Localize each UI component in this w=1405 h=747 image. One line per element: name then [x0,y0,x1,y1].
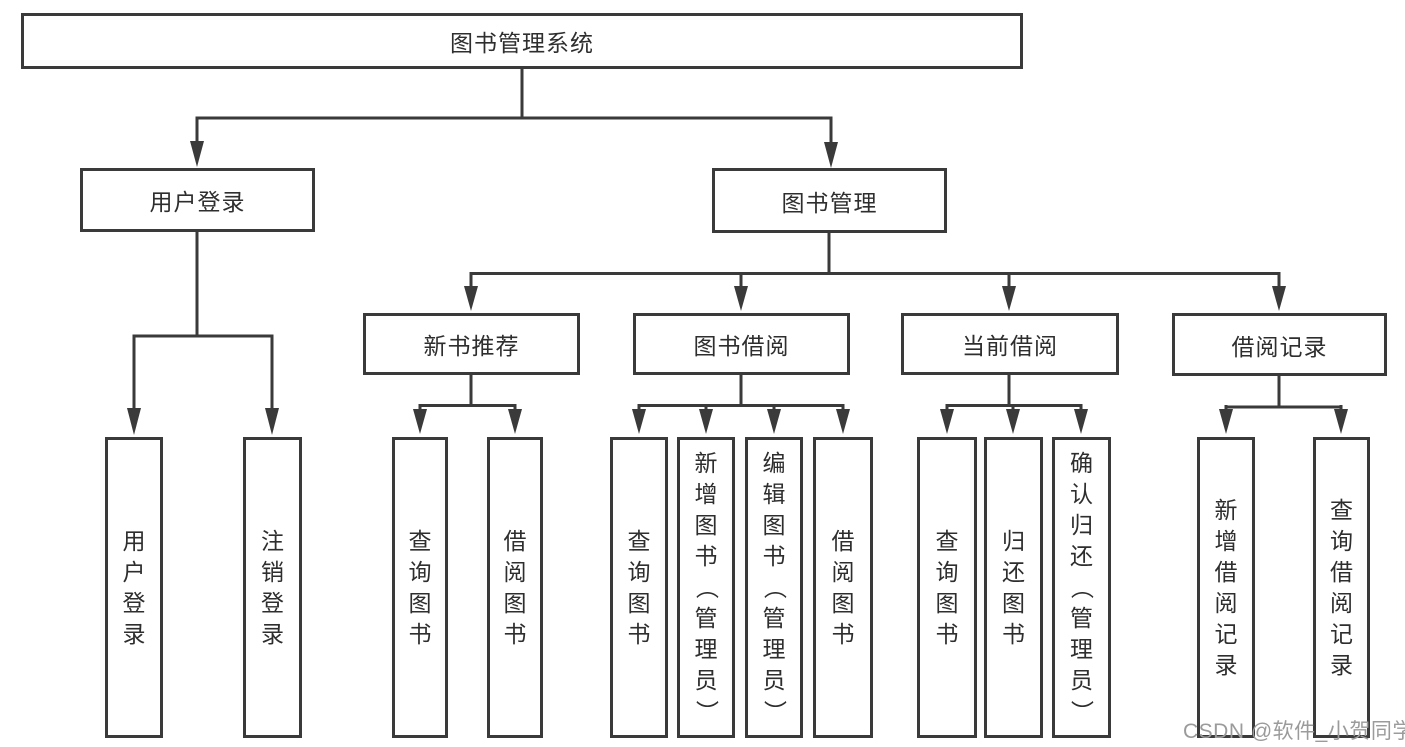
node-label: 编辑图书（管理员） [761,450,788,723]
node-book-management: 图书管理 [712,168,947,233]
leaf-query-books-3: 查询图书 [917,437,977,738]
leaf-query-books-1: 查询图书 [392,437,448,738]
leaf-add-books-admin: 新增图书（管理员） [677,437,735,738]
node-label: 新书推荐 [423,333,520,359]
node-label: 注销登录 [261,527,284,647]
csdn-watermark: CSDN @软件_小贺同学 [1183,720,1405,743]
node-label: 用户登录 [149,189,246,215]
leaf-query-borrow-record: 查询借阅记录 [1313,437,1370,738]
node-label: 借阅图书 [831,527,855,647]
leaf-edit-books-admin: 编辑图书（管理员） [745,437,803,738]
node-user-login: 用户登录 [80,168,315,232]
leaf-confirm-return-admin: 确认归还（管理员） [1052,437,1111,738]
node-borrowing-records: 借阅记录 [1172,313,1387,376]
node-label: 查询借阅记录 [1330,496,1353,678]
leaf-borrow-books-2: 借阅图书 [813,437,873,738]
node-label: 借阅记录 [1231,333,1328,360]
node-label: 借阅图书 [503,527,527,647]
node-label: 新增借阅记录 [1214,496,1238,678]
leaf-add-borrow-record: 新增借阅记录 [1197,437,1255,738]
node-label: 新增图书（管理员） [693,450,720,723]
node-new-book-recommendation: 新书推荐 [363,313,580,375]
node-label: 确认归还（管理员） [1069,450,1095,723]
node-label: 查询图书 [627,527,651,647]
node-label: 查询图书 [935,527,959,647]
node-label: 图书管理 [781,189,878,216]
node-library-management-system: 图书管理系统 [21,13,1023,69]
node-current-borrowing: 当前借阅 [901,313,1119,375]
leaf-borrow-books-1: 借阅图书 [487,437,543,738]
leaf-user-login: 用户登录 [105,437,163,738]
node-label: 当前借阅 [962,333,1058,359]
leaf-return-books: 归还图书 [984,437,1043,738]
leaf-logout: 注销登录 [243,437,302,738]
leaf-query-books-2: 查询图书 [610,437,668,738]
node-label: 归还图书 [1002,527,1025,647]
node-label: 查询图书 [408,527,432,647]
node-label: 图书借阅 [693,333,790,359]
node-label: 用户登录 [122,527,146,647]
node-book-borrowing: 图书借阅 [633,313,850,375]
node-label: 图书管理系统 [450,30,594,56]
